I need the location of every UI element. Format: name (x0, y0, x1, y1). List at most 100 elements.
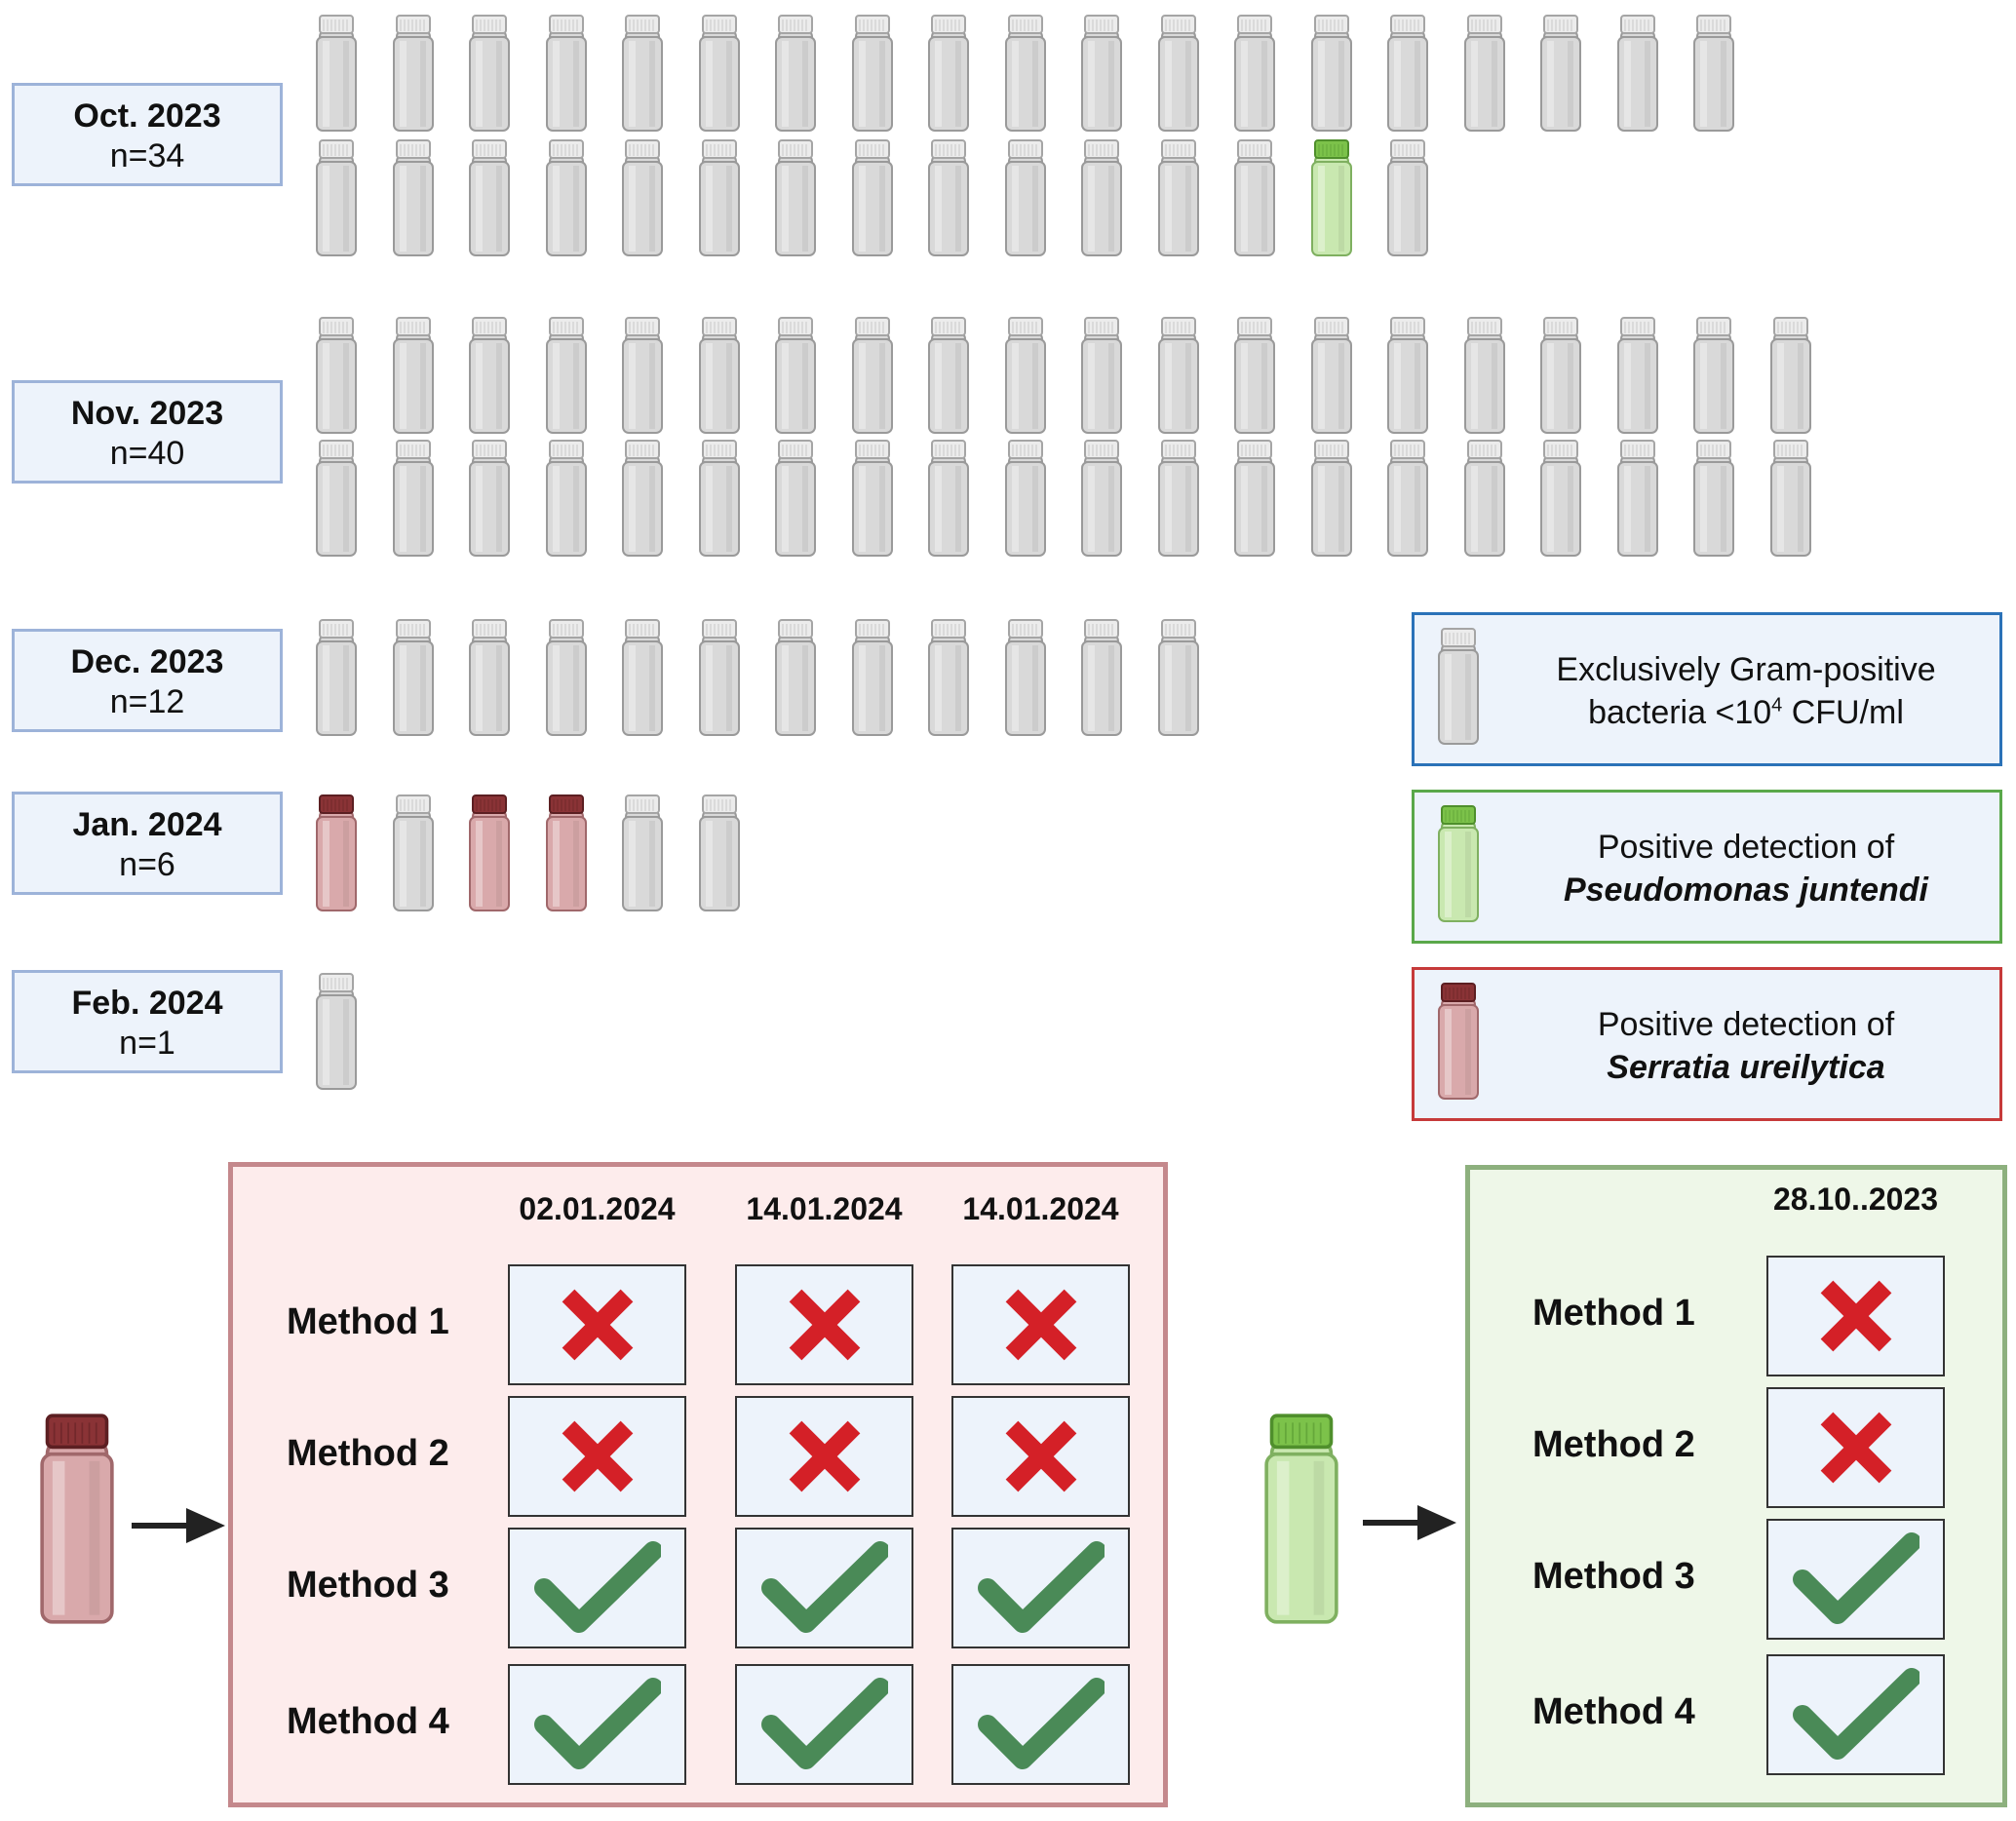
legend-line2-unit: CFU/ml (1782, 694, 1904, 731)
result-cell-fail (1766, 1256, 1945, 1376)
gray-sample-bottle (851, 15, 893, 132)
gray-sample-bottle (1616, 317, 1658, 434)
gray-sample-bottle (1616, 440, 1658, 557)
pass-check-icon (533, 1678, 661, 1769)
red-sample-bottle (316, 794, 357, 911)
red-sample-bottle (469, 794, 510, 911)
result-cell-fail (508, 1264, 686, 1385)
result-cell-pass (735, 1528, 913, 1648)
gray-sample-bottle (316, 440, 357, 557)
arrow-right-icon (132, 1508, 225, 1543)
gray-sample-bottle (1616, 15, 1658, 132)
pass-check-icon (760, 1541, 888, 1633)
gray-sample-bottle (1310, 317, 1352, 434)
gray-sample-bottle (1157, 317, 1199, 434)
gray-sample-bottle (622, 15, 663, 132)
fail-cross-icon (1820, 1412, 1891, 1484)
gray-sample-bottle (622, 794, 663, 911)
gray-sample-bottle (622, 139, 663, 256)
gray-sample-bottle (1540, 317, 1581, 434)
gray-sample-bottle (851, 440, 893, 557)
gray-sample-bottle (392, 139, 434, 256)
gray-sample-bottle (775, 317, 816, 434)
gray-sample-bottle (928, 15, 969, 132)
gray-sample-bottle (469, 15, 510, 132)
gray-sample-bottle (1540, 440, 1581, 557)
month-count: n=40 (109, 435, 185, 472)
month-box-oct-2023: Oct. 2023 n=34 (12, 83, 283, 186)
legend-line1: Exclusively Gram-positive (1556, 651, 1936, 688)
fail-cross-icon (789, 1420, 860, 1492)
legend-text: Positive detection of Pseudomonas junten… (1502, 826, 1990, 911)
gray-sample-bottle (1081, 619, 1122, 736)
gray-sample-bottle (1234, 317, 1275, 434)
gray-sample-bottle (1310, 440, 1352, 557)
gray-sample-bottle (698, 15, 740, 132)
gray-sample-bottle (775, 440, 816, 557)
gray-sample-bottle (1004, 317, 1046, 434)
gray-sample-bottle (698, 139, 740, 256)
gray-sample-bottle (1234, 15, 1275, 132)
result-cell-fail (735, 1396, 913, 1517)
gray-sample-bottle (469, 317, 510, 434)
green-sample-bottle (1310, 139, 1352, 256)
gray-sample-bottle (1693, 317, 1734, 434)
month-label: Dec. 2023 (70, 643, 224, 680)
gray-sample-bottle (469, 440, 510, 557)
result-cell-pass (508, 1528, 686, 1648)
method-label: Method 2 (1532, 1424, 1695, 1465)
gray-sample-bottle (851, 619, 893, 736)
gray-sample-bottle (1769, 317, 1811, 434)
month-count: n=12 (109, 683, 185, 720)
legend-line1: Positive detection of (1597, 1006, 1895, 1043)
red-bottle-icon (1438, 983, 1479, 1100)
method-label: Method 2 (287, 1433, 449, 1474)
gray-sample-bottle (851, 317, 893, 434)
legend-text: Exclusively Gram-positive bacteria <104 … (1502, 648, 1990, 734)
gray-sample-bottle (1157, 139, 1199, 256)
result-cell-fail (735, 1264, 913, 1385)
month-box-jan-2024: Jan. 2024 n=6 (12, 792, 283, 895)
gray-sample-bottle (545, 619, 587, 736)
gray-sample-bottle (545, 440, 587, 557)
gray-sample-bottle (1387, 440, 1428, 557)
date-header: 14.01.2024 (746, 1191, 903, 1226)
gray-sample-bottle (1081, 15, 1122, 132)
gray-sample-bottle (469, 139, 510, 256)
result-cell-pass (951, 1664, 1130, 1785)
legend-text: Positive detection of Serratia ureilytic… (1502, 1003, 1990, 1089)
gray-sample-bottle (698, 317, 740, 434)
serratia-bottle-icon (40, 1414, 114, 1624)
date-header: 14.01.2024 (962, 1191, 1119, 1226)
result-cell-fail (951, 1264, 1130, 1385)
gray-sample-bottle (1693, 15, 1734, 132)
legend-line1: Positive detection of (1597, 829, 1895, 866)
result-cell-pass (508, 1664, 686, 1785)
gray-sample-bottle (316, 15, 357, 132)
legend-species: Serratia ureilytica (1607, 1049, 1885, 1086)
date-header: 02.01.2024 (519, 1191, 676, 1226)
gray-sample-bottle (1463, 15, 1505, 132)
gray-sample-bottle (392, 15, 434, 132)
gray-sample-bottle (316, 317, 357, 434)
month-label: Jan. 2024 (72, 806, 222, 843)
gray-sample-bottle (545, 317, 587, 434)
date-header: 28.10..2023 (1772, 1182, 1939, 1217)
gray-sample-bottle (1310, 15, 1352, 132)
gray-sample-bottle (1004, 139, 1046, 256)
gray-sample-bottle (1157, 619, 1199, 736)
red-sample-bottle (545, 794, 587, 911)
pass-check-icon (977, 1541, 1105, 1633)
month-box-dec-2023: Dec. 2023 n=12 (12, 629, 283, 732)
gray-sample-bottle (622, 619, 663, 736)
fail-cross-icon (789, 1289, 860, 1361)
result-cell-pass (1766, 1654, 1945, 1775)
method-label: Method 4 (287, 1701, 449, 1742)
gray-sample-bottle (1769, 440, 1811, 557)
gray-sample-bottle (1081, 317, 1122, 434)
gray-sample-bottle (928, 139, 969, 256)
gray-sample-bottle (851, 139, 893, 256)
gray-sample-bottle (698, 440, 740, 557)
